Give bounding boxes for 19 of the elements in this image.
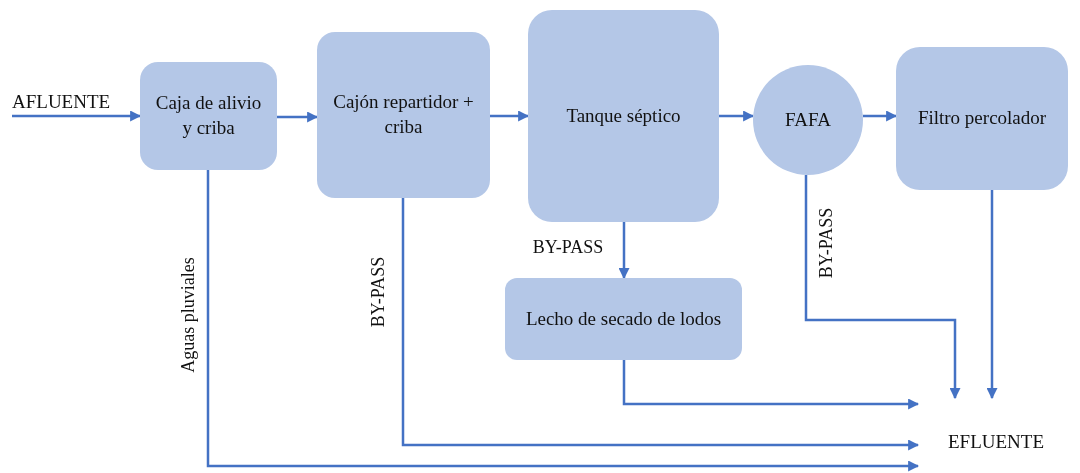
arrow <box>277 111 319 123</box>
arrow <box>401 198 920 451</box>
process-box: Filtro percolador <box>896 47 1068 190</box>
flow-label: AFLUENTE <box>12 90 111 114</box>
arrow <box>618 222 630 280</box>
arrow <box>804 174 961 400</box>
process-box: Lecho de secado de lodos <box>505 278 742 360</box>
flow-label: EFLUENTE <box>948 430 1045 454</box>
arrow <box>863 110 898 122</box>
arrow <box>206 170 920 472</box>
arrow <box>622 360 920 410</box>
process-box: Caja de alivio y criba <box>140 62 277 170</box>
arrow <box>719 110 755 122</box>
process-box: Tanque séptico <box>528 10 719 222</box>
arrow <box>12 110 142 122</box>
process-box: Cajón repartidor + criba <box>317 32 490 198</box>
arrow <box>986 190 998 400</box>
arrow <box>490 110 530 122</box>
process-circle: FAFA <box>753 65 863 175</box>
